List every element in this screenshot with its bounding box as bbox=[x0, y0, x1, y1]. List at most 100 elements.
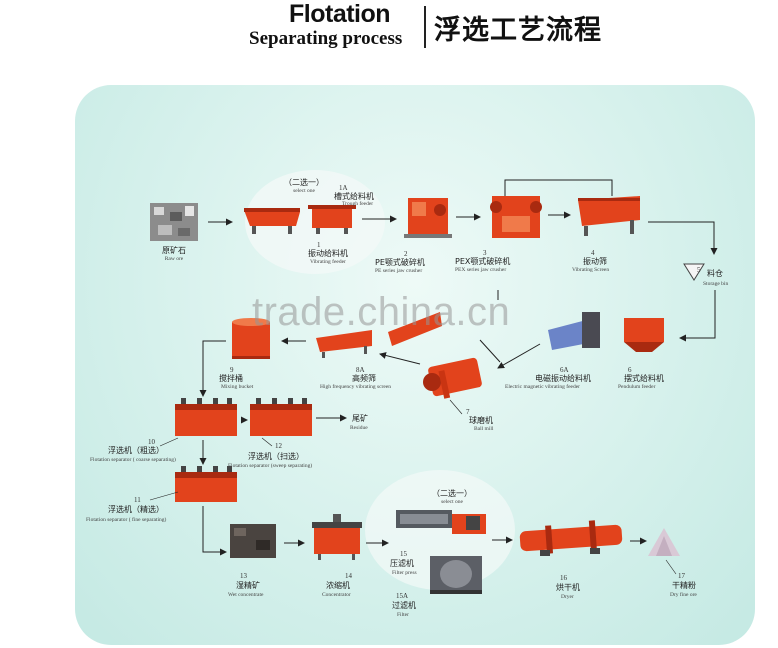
n13-num: 13 bbox=[240, 572, 248, 580]
n10-en: Flotation separator ( coarse separating) bbox=[90, 456, 176, 463]
arrow-feeder-mill bbox=[497, 343, 541, 369]
vibrating-screen bbox=[578, 196, 640, 236]
n7-cn: 球磨机 bbox=[469, 415, 493, 425]
subtitle-en: Separating process bbox=[249, 28, 403, 49]
n10-cn: 浮选机（粗选） bbox=[108, 445, 164, 455]
fine-leader bbox=[149, 491, 179, 501]
n3-cn: PEX颚式破碎机 bbox=[455, 256, 510, 266]
n15-cn: 压滤机 bbox=[390, 558, 414, 568]
select-one-1-en: select one bbox=[293, 188, 315, 194]
ball-mill-leader bbox=[449, 399, 463, 415]
n1-en: Vibrating feeder bbox=[310, 258, 346, 265]
header: Flotation Separating process 浮选工艺流程 bbox=[0, 0, 778, 60]
n17-cn: 干精粉 bbox=[672, 580, 696, 590]
n12-num: 12 bbox=[275, 442, 283, 450]
select-one-2-en: select one bbox=[441, 499, 463, 505]
filter bbox=[430, 556, 482, 594]
arrow-bin-feeder bbox=[679, 290, 716, 342]
n12-en: Flotation separator (sweep separating) bbox=[228, 462, 312, 469]
mill-link-line bbox=[479, 339, 501, 363]
n9-en: Mixing bucket bbox=[221, 384, 254, 390]
arrow-fine-wet bbox=[202, 506, 227, 556]
return-loop-line bbox=[504, 179, 613, 196]
dry-fine-ore bbox=[648, 528, 680, 556]
n3-en: PEX series jaw crusher bbox=[455, 267, 506, 273]
n15a-num: 15A bbox=[396, 592, 408, 600]
n1a-num: 1A bbox=[339, 184, 348, 192]
watermark: trade.china.cn bbox=[252, 290, 511, 334]
n10-num: 10 bbox=[148, 438, 156, 446]
n15-num: 15 bbox=[400, 550, 408, 558]
n16-num: 16 bbox=[560, 574, 568, 582]
n6a-num: 6A bbox=[560, 366, 569, 374]
n16-en: Dryer bbox=[561, 594, 574, 600]
raw-ore bbox=[150, 203, 198, 241]
n1a-en: Trough feeder bbox=[342, 200, 373, 207]
n14-num: 14 bbox=[345, 572, 353, 580]
arrow-screen-bin bbox=[648, 221, 718, 255]
concentrator bbox=[312, 514, 362, 560]
n1-num: 1 bbox=[317, 241, 321, 249]
n6a-cn: 电磁振动给料机 bbox=[535, 373, 591, 383]
pex-jaw-crusher bbox=[490, 196, 542, 238]
raw-ore-en: Raw ore bbox=[165, 256, 184, 262]
flotation-sweep bbox=[250, 398, 312, 436]
flotation-fine bbox=[175, 466, 237, 502]
n5-cn: 料仓 bbox=[707, 268, 723, 278]
n13-cn: 湿精矿 bbox=[236, 580, 260, 590]
n8a-en: High frequency vibrating screen bbox=[320, 383, 391, 390]
mixing-bucket bbox=[232, 318, 270, 359]
title-divider bbox=[424, 6, 426, 48]
n14-cn: 浓缩机 bbox=[326, 580, 350, 590]
wet-concentrate bbox=[230, 524, 276, 558]
pe-jaw-crusher bbox=[404, 198, 452, 238]
n8a-cn: 高频筛 bbox=[352, 373, 376, 383]
n4-en: Vibrating Screen bbox=[572, 267, 609, 273]
filter-press bbox=[396, 510, 486, 534]
n15a-cn: 过滤机 bbox=[392, 600, 416, 610]
arrow-bucket-flotation bbox=[199, 340, 226, 397]
electromagnetic-feeder bbox=[548, 312, 600, 350]
n4-num: 4 bbox=[591, 249, 595, 257]
raw-ore-cn: 原矿石 bbox=[162, 245, 186, 255]
n15-en: Filter press bbox=[392, 570, 417, 576]
n6-en: Pendulum feeder bbox=[618, 383, 656, 390]
high-frequency-screen bbox=[316, 312, 442, 358]
n6a-en: Electric magnetic vibrating feeder bbox=[505, 383, 580, 390]
n8a-num: 8A bbox=[356, 366, 365, 374]
n5-en: Storage bin bbox=[703, 281, 728, 287]
tailings-en: Residue bbox=[350, 425, 368, 431]
flotation-coarse bbox=[175, 398, 237, 436]
pendulum-feeder bbox=[624, 318, 664, 352]
n7-en: Ball mill bbox=[474, 426, 494, 432]
select-one-1-cn: （二选一） bbox=[284, 177, 324, 187]
n6-num: 6 bbox=[628, 366, 632, 374]
title-en: Flotation bbox=[289, 0, 391, 28]
n4-cn: 振动筛 bbox=[583, 256, 607, 266]
n14-en: Concentrator bbox=[322, 592, 351, 598]
n6-cn: 摆式给料机 bbox=[624, 373, 664, 383]
n12-cn: 浮选机（扫选） bbox=[248, 451, 304, 461]
n16-cn: 烘干机 bbox=[556, 582, 580, 592]
n2-en: PE series jaw crusher bbox=[375, 268, 422, 274]
n11-en: Flotation separator ( fine separating) bbox=[86, 516, 167, 523]
select-one-2-cn: （二选一） bbox=[432, 488, 472, 498]
n7-num: 7 bbox=[466, 408, 470, 416]
n5-num: 5 bbox=[697, 266, 701, 274]
n3-num: 3 bbox=[483, 249, 487, 257]
n2-cn: PE颚式破碎机 bbox=[375, 257, 425, 267]
n1-cn: 振动给料机 bbox=[308, 248, 348, 258]
vibrating-feeder bbox=[244, 208, 300, 234]
dryer bbox=[519, 520, 623, 556]
tailings-cn: 尾矿 bbox=[352, 413, 368, 423]
n11-num: 11 bbox=[134, 496, 141, 504]
arrow-mill-hfs bbox=[379, 352, 421, 365]
n9-cn: 搅拌桶 bbox=[219, 373, 243, 383]
n17-num: 17 bbox=[678, 572, 686, 580]
n11-cn: 浮选机（精选） bbox=[108, 504, 164, 514]
trough-feeder bbox=[308, 205, 356, 234]
sweep-leader bbox=[261, 437, 273, 447]
n9-num: 9 bbox=[230, 366, 234, 374]
coarse-leader bbox=[159, 437, 179, 447]
